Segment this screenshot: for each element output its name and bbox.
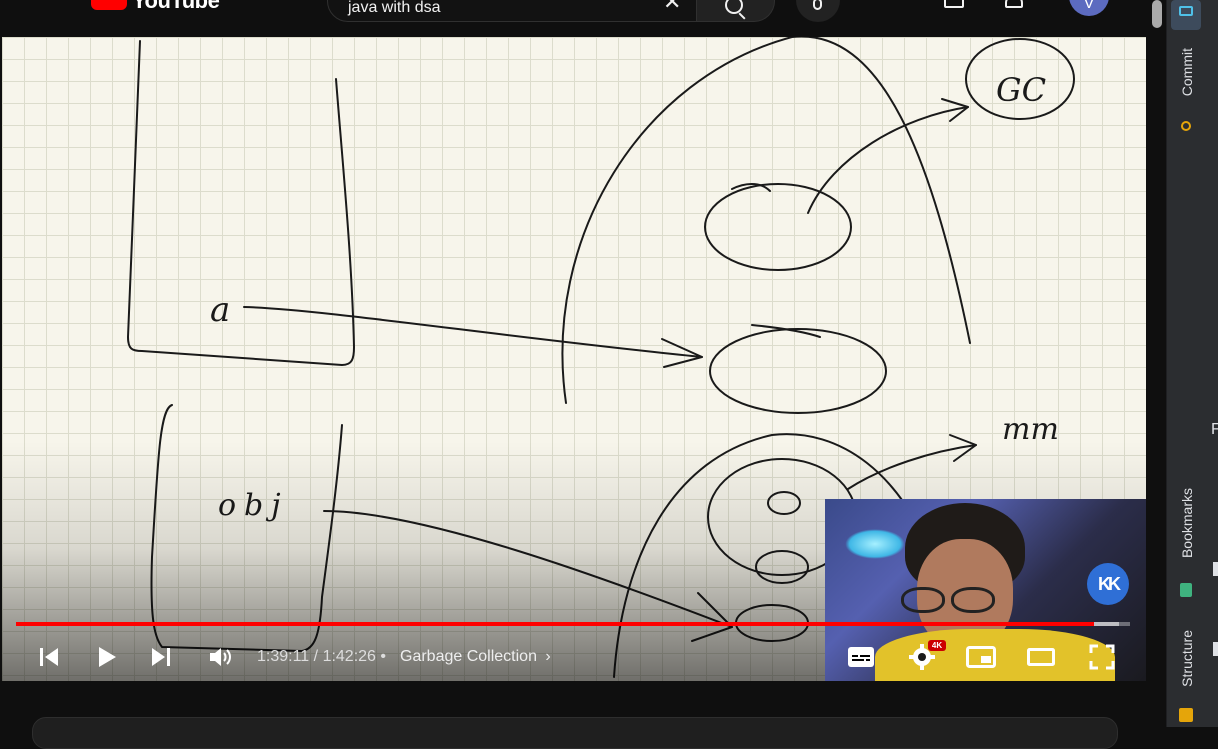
search-input[interactable]: java with dsa ✕ [327, 0, 697, 22]
create-video-icon[interactable] [944, 0, 964, 8]
window-gap [1146, 37, 1166, 681]
below-player-area [0, 681, 1166, 749]
menu-icon[interactable] [34, 0, 58, 8]
below-player-card[interactable] [32, 717, 1118, 749]
subtitles-icon[interactable] [847, 646, 875, 668]
clear-search-icon[interactable]: ✕ [663, 0, 682, 14]
ide-structure-tab[interactable]: Structure [1179, 630, 1195, 687]
search-icon [725, 0, 743, 14]
fullscreen-icon[interactable] [1089, 644, 1115, 670]
settings-gear-icon[interactable] [908, 643, 936, 671]
monitor-icon [1179, 6, 1193, 16]
chapter-title: Garbage Collection [400, 648, 537, 665]
page-scrollbar[interactable] [1152, 0, 1162, 28]
whiteboard-label-gc: GC [996, 71, 1046, 109]
duration: 1:42:26 [322, 648, 376, 665]
structure-icon [1179, 708, 1193, 722]
previous-icon[interactable] [38, 646, 60, 668]
progress-bar[interactable] [16, 622, 1130, 626]
progress-played [16, 622, 1095, 626]
bookmark-icon [1180, 583, 1192, 597]
search-input-value: java with dsa [348, 0, 441, 16]
search-button[interactable] [697, 0, 775, 22]
youtube-masthead: YouTube java with dsa ✕ V [0, 0, 1166, 36]
theater-mode-icon[interactable] [1027, 648, 1055, 666]
miniplayer-icon[interactable] [966, 646, 996, 668]
chevron-right-icon: › [545, 648, 551, 665]
chapter-separator: • [380, 648, 387, 665]
chapter-button[interactable]: Garbage Collection › [400, 648, 551, 666]
microphone-icon [813, 0, 822, 10]
quality-badge: 4K [928, 640, 946, 651]
ide-project-tool-button[interactable] [1171, 0, 1201, 30]
time-separator: / [313, 648, 319, 665]
voice-search-button[interactable] [796, 0, 840, 22]
account-avatar[interactable]: V [1069, 0, 1109, 16]
time-display: 1:39:11 / 1:42:26 • [257, 648, 386, 666]
next-icon[interactable] [150, 646, 172, 668]
youtube-logo-text[interactable]: YouTube [132, 0, 220, 13]
current-time: 1:39:11 [257, 648, 310, 665]
notifications-bell-icon[interactable] [1005, 0, 1023, 8]
ide-edge-letter: F [1211, 421, 1218, 438]
ide-commit-tab[interactable]: Commit [1179, 48, 1195, 97]
play-icon[interactable] [96, 646, 118, 668]
whiteboard-label-a: a [210, 290, 230, 330]
youtube-logo-icon[interactable] [91, 0, 127, 10]
commit-icon [1181, 121, 1191, 131]
ide-tool-strip [1166, 0, 1218, 727]
video-player[interactable]: a obj GC mm KK [2, 37, 1146, 681]
volume-icon[interactable] [208, 645, 234, 669]
channel-watermark[interactable]: KK [1087, 563, 1129, 605]
ide-bookmarks-tab[interactable]: Bookmarks [1179, 488, 1195, 559]
